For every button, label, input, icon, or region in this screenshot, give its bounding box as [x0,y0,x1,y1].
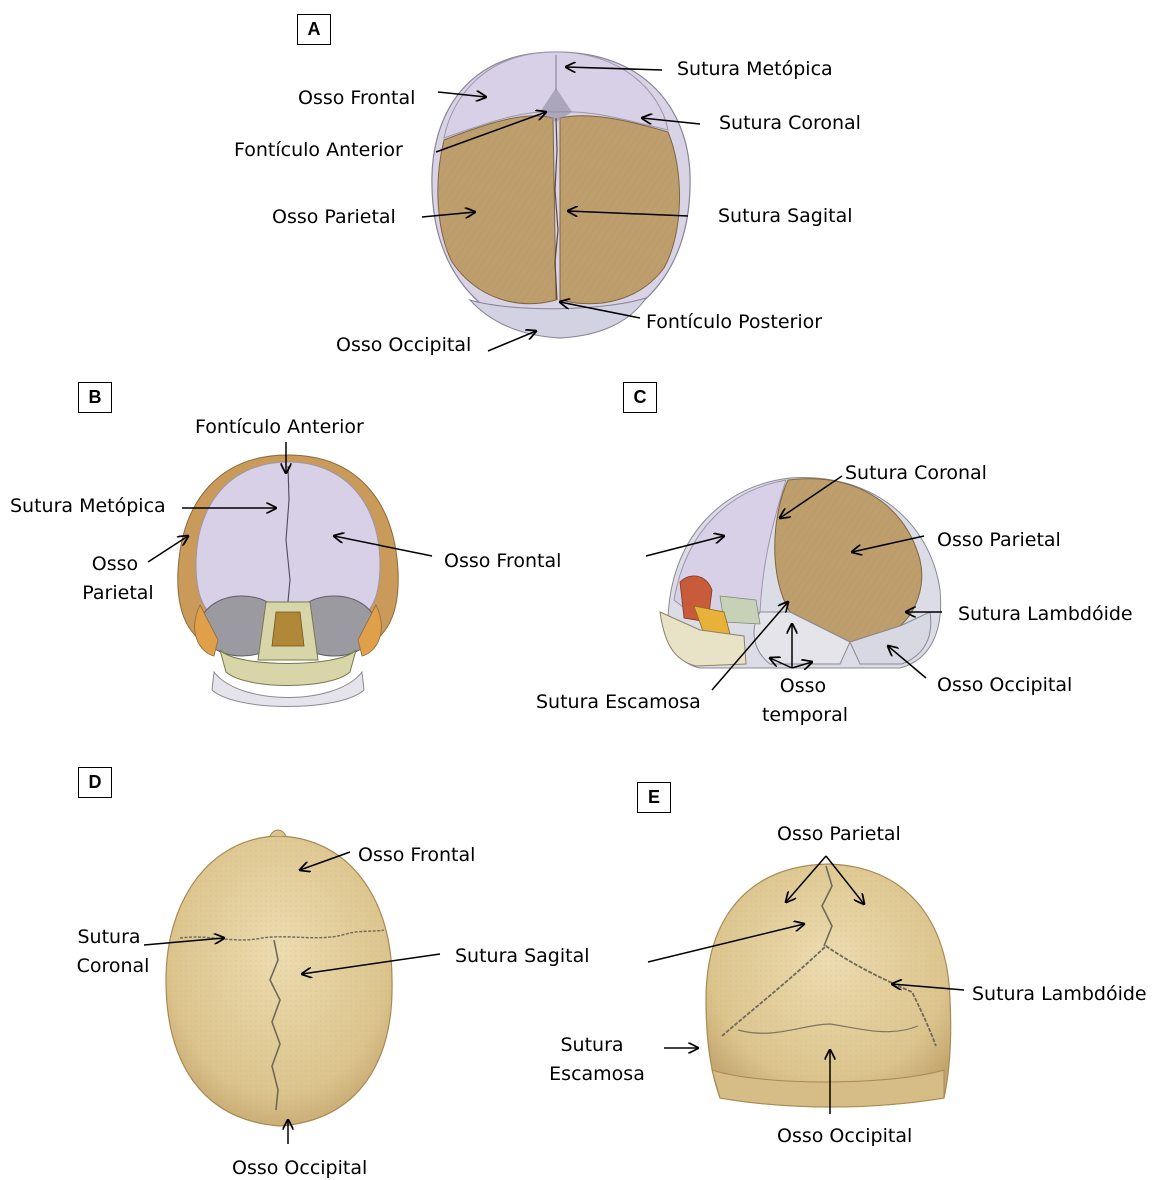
d-label-sutura-coronal-line1: Sutura [77,923,140,952]
d-label-osso-frontal: Osso Frontal [358,841,475,870]
b-label-fonticulo-anterior: Fontículo Anterior [195,413,364,442]
e-label-sutura-escamosa-line1: Sutura [560,1031,623,1060]
e-label-sutura-lambdoide: Sutura Lambdóide [972,980,1147,1009]
panel-b-tag: B [78,382,112,413]
panel-e-tag: E [637,782,671,813]
d-label-sutura-sagital: Sutura Sagital [455,942,590,971]
panel-b-skull [178,455,398,707]
e-label-osso-occipital: Osso Occipital [777,1122,912,1151]
a-label-sutura-metopica: Sutura Metópica [677,55,833,84]
d-label-sutura-coronal-line2: Coronal [77,952,150,981]
a-label-fonticulo-anterior: Fontículo Anterior [234,136,403,165]
c-label-osso-parietal: Osso Parietal [937,526,1061,555]
panel-d-skull [166,830,392,1126]
a-label-sutura-coronal: Sutura Coronal [719,109,861,138]
c-label-osso-temporal-line2: temporal [762,701,848,730]
a-label-osso-parietal: Osso Parietal [272,203,396,232]
panel-a-tag: A [297,14,331,45]
panel-c-skull [660,477,941,668]
e-label-osso-parietal: Osso Parietal [777,820,901,849]
c-label-sutura-coronal: Sutura Coronal [845,459,987,488]
a-label-osso-frontal: Osso Frontal [298,84,415,113]
b-label-sutura-metopica: Sutura Metópica [10,492,166,521]
c-label-osso-occipital: Osso Occipital [937,671,1072,700]
panel-d-tag: D [78,767,112,798]
c-label-sutura-lambdoide: Sutura Lambdóide [958,600,1133,629]
arrow-a-osso-occipital [488,331,536,351]
c-label-sutura-escamosa: Sutura Escamosa [536,688,701,717]
d-label-osso-occipital: Osso Occipital [232,1154,367,1180]
a-label-osso-occipital: Osso Occipital [336,331,471,360]
panel-c-tag: C [623,382,657,413]
c-label-osso-temporal-line1: Osso [780,672,826,701]
a-label-sutura-sagital: Sutura Sagital [718,202,853,231]
b-label-osso-frontal: Osso Frontal [444,547,561,576]
b-label-osso-parietal-line1: Osso [92,550,138,579]
a-label-fonticulo-posterior: Fontículo Posterior [646,308,822,337]
b-label-osso-parietal-line2: Parietal [82,579,153,608]
e-label-sutura-escamosa-line2: Escamosa [549,1060,645,1089]
